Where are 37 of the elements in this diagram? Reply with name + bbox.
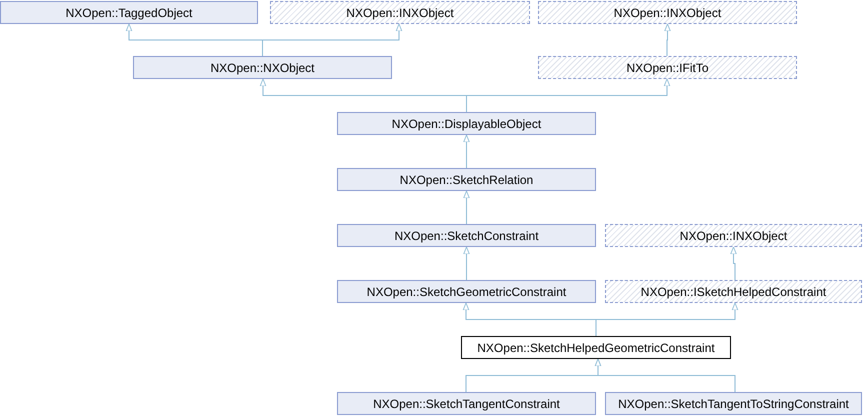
inheritance-arrow bbox=[262, 24, 402, 56]
class-name: NXOpen::SketchRelation bbox=[400, 172, 534, 186]
interface-class-box bbox=[538, 1, 797, 24]
inheritance-arrow bbox=[664, 24, 671, 56]
class-box bbox=[0, 1, 258, 24]
inheritance-arrow bbox=[463, 190, 470, 224]
interface-class-box bbox=[270, 1, 530, 24]
interface-class-box bbox=[605, 280, 862, 303]
class-box bbox=[461, 336, 731, 359]
class-box bbox=[133, 56, 392, 79]
class-box bbox=[337, 224, 596, 247]
class-box bbox=[337, 280, 596, 303]
class-name: NXOpen::SketchGeometricConstraint bbox=[366, 284, 566, 298]
interface-class-box bbox=[538, 56, 797, 79]
inheritance-arrow bbox=[463, 134, 470, 168]
inheritance-arrow bbox=[730, 246, 737, 280]
class-name: NXOpen::ISketchHelpedConstraint bbox=[640, 284, 826, 298]
class-name: NXOpen::DisplayableObject bbox=[392, 116, 542, 130]
class-box bbox=[337, 168, 596, 191]
class-name: NXOpen::NXObject bbox=[210, 60, 315, 74]
class-name: NXOpen::SketchTangentConstraint bbox=[373, 396, 560, 410]
class-box bbox=[337, 112, 596, 135]
class-name: NXOpen::SketchTangentToStringConstraint bbox=[618, 396, 849, 410]
class-name: NXOpen::INXObject bbox=[614, 6, 722, 20]
class-box bbox=[605, 392, 862, 415]
class-name: NXOpen::SketchConstraint bbox=[394, 228, 539, 242]
class-name: NXOpen::IFitTo bbox=[626, 60, 709, 74]
class-name: NXOpen::SketchHelpedGeometricConstraint bbox=[477, 340, 715, 354]
interface-class-box bbox=[605, 224, 862, 247]
inheritance-arrow bbox=[594, 358, 736, 392]
class-name: NXOpen::INXObject bbox=[346, 6, 454, 20]
inheritance-arrow bbox=[463, 246, 470, 280]
class-box bbox=[337, 392, 596, 415]
inheritance-arrow bbox=[596, 302, 738, 336]
class-name: NXOpen::INXObject bbox=[680, 228, 788, 242]
class-name: NXOpen::TaggedObject bbox=[66, 6, 192, 20]
inheritance-arrow bbox=[466, 78, 670, 112]
